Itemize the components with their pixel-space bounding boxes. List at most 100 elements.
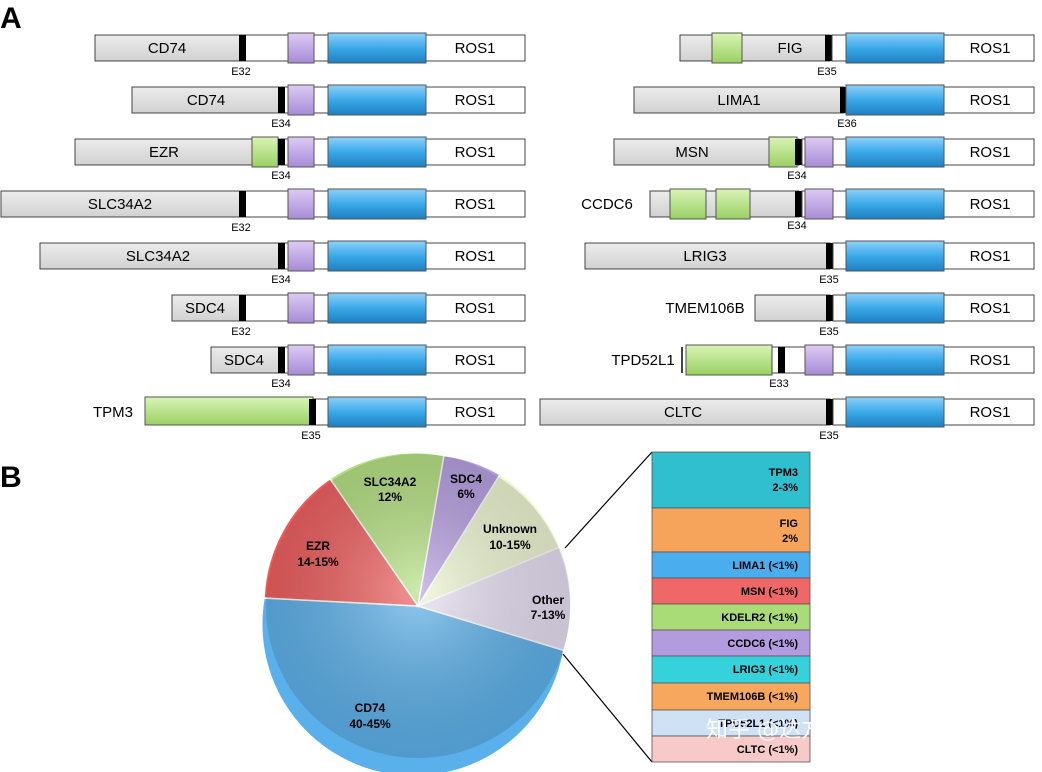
pie-label-other-value: 7-13%	[531, 608, 566, 622]
pie-label-slc34a2-name: SLC34A2	[364, 475, 417, 489]
fusion-row-right-2: LIMA1 ROS1 E36	[633, 84, 1035, 130]
ros1-label: ROS1	[455, 352, 496, 369]
ros1-label: ROS1	[970, 300, 1011, 317]
fusion-row-left-7: SDC4 ROS1 E34	[210, 344, 526, 390]
exon-label: E34	[787, 170, 807, 182]
connector-line-top	[564, 451, 653, 549]
fusion-row-right-4: CCDC6 ROS1 E34	[581, 188, 1035, 232]
fusion-row-right-7: TPD52L1 ROS1 E33	[611, 344, 1035, 390]
stack-segment-tpm3	[651, 451, 811, 509]
stack-label-lrig3: LRIG3 (<1%)	[733, 664, 798, 676]
exon-label: E36	[837, 118, 857, 130]
gene-label: FIG	[778, 40, 803, 57]
ros1-label: ROS1	[455, 40, 496, 57]
gene-label: MSN	[675, 144, 708, 161]
exon-label: E33	[769, 378, 789, 390]
gene-label: LRIG3	[683, 248, 726, 265]
pie-label-cd74-value: 40-45%	[349, 717, 391, 731]
exon-label: E34	[271, 378, 291, 390]
stack-segment-tpd52l1	[651, 709, 811, 737]
pie-label-ezr-value: 14-15%	[297, 555, 339, 569]
other-breakdown-stack: TPM3 2-3% FIG 2% LIMA1 (<1%) MSN (<1%) K…	[651, 451, 811, 763]
ros1-label: ROS1	[455, 300, 496, 317]
ros1-label: ROS1	[970, 352, 1011, 369]
fusion-row-left-6: SDC4 ROS1 E32	[171, 292, 526, 338]
fusion-row-left-5: SLC34A2 ROS1 E34	[39, 240, 526, 286]
ros1-label: ROS1	[455, 196, 496, 213]
gene-label: TPM3	[93, 404, 133, 421]
fusion-row-right-3: MSN ROS1 E34	[613, 136, 1035, 182]
exon-label: E34	[271, 170, 291, 182]
pie-chart: CD74 40-45% EZR 14-15% SLC34A2 12% SDC4 …	[261, 451, 572, 772]
pie-label-unknown-value: 10-15%	[489, 538, 531, 552]
pie-label-cd74-name: CD74	[355, 701, 386, 715]
gene-label: LIMA1	[717, 92, 760, 109]
exon-label: E35	[817, 66, 837, 78]
exon-label: E32	[231, 66, 251, 78]
panel-a-label: A	[0, 2, 22, 35]
pie-label-other-name: Other	[532, 593, 564, 607]
stack-segment-tmem106b	[651, 682, 811, 711]
fusion-row-right-6: TMEM106B ROS1 E35	[665, 292, 1035, 338]
stack-label-cltc: CLTC (<1%)	[737, 744, 799, 756]
exon-label: E35	[819, 274, 839, 286]
watermark: 知乎 @达方葉诊哲希慧缘	[706, 718, 955, 743]
stack-label-tpd52l1: TPD52L1 (<1%)	[718, 718, 798, 730]
ros1-label: ROS1	[455, 144, 496, 161]
stack-label-tpm3-value: 2-3%	[772, 482, 798, 494]
exon-label: E35	[819, 326, 839, 338]
pie-label-sdc4-value: 6%	[457, 487, 475, 501]
stack-label-lima1: LIMA1 (<1%)	[732, 560, 798, 572]
stack-label-kdelr2: KDELR2 (<1%)	[721, 612, 798, 624]
stack-segment-ccdc6	[651, 629, 811, 657]
gene-label: CD74	[148, 40, 186, 57]
ros1-label: ROS1	[970, 248, 1011, 265]
gene-label: SDC4	[185, 300, 225, 317]
pie-label-unknown-name: Unknown	[483, 522, 537, 536]
stack-label-tpm3-name: TPM3	[769, 467, 798, 479]
fusion-row-left-2: CD74 ROS1 E34	[131, 84, 526, 130]
stack-label-tmem106b: TMEM106B (<1%)	[707, 691, 799, 703]
gene-label: SDC4	[224, 352, 264, 369]
fusion-row-left-3: EZR ROS1 E34	[74, 136, 526, 182]
exon-label: E34	[271, 274, 291, 286]
fusion-row-right-8: CLTC ROS1 E35	[539, 396, 1035, 442]
gene-label: EZR	[149, 144, 179, 161]
ros1-label: ROS1	[970, 144, 1011, 161]
exon-label: E34	[271, 118, 291, 130]
connector-line-bottom	[562, 653, 653, 763]
ros1-label: ROS1	[970, 40, 1011, 57]
gene-label: SLC34A2	[88, 196, 152, 213]
exon-label: E32	[231, 326, 251, 338]
stack-segment-kdelr2	[651, 603, 811, 631]
ros1-label: ROS1	[455, 404, 496, 421]
stack-label-fig-name: FIG	[780, 518, 798, 530]
gene-label: CLTC	[664, 404, 702, 421]
pie-label-sdc4-name: SDC4	[450, 472, 482, 486]
panel-b-label: B	[0, 461, 22, 494]
fusion-row-left-4: SLC34A2 ROS1 E32	[0, 188, 526, 234]
fusion-row-right-1: FIG ROS1 E35	[679, 32, 1035, 78]
ros1-label: ROS1	[970, 92, 1011, 109]
exon-label: E35	[819, 430, 839, 442]
ros1-label: ROS1	[970, 404, 1011, 421]
exon-label: E35	[301, 430, 321, 442]
pie-label-ezr-name: EZR	[306, 539, 330, 553]
exon-label: E34	[787, 220, 807, 232]
gene-label: SLC34A2	[126, 248, 190, 265]
ros1-label: ROS1	[970, 196, 1011, 213]
ros1-label: ROS1	[455, 92, 496, 109]
gene-label: CCDC6	[581, 196, 633, 213]
fusion-row-left-8: TPM3 ROS1 E35	[93, 396, 526, 442]
gene-label: TMEM106B	[665, 300, 744, 317]
gene-label: TPD52L1	[611, 352, 674, 369]
stack-label-ccdc6: CCDC6 (<1%)	[727, 638, 798, 650]
gene-label: CD74	[187, 92, 225, 109]
exon-label: E32	[231, 222, 251, 234]
stack-label-msn: MSN (<1%)	[741, 586, 798, 598]
ros1-label: ROS1	[455, 248, 496, 265]
stack-segment-fig	[651, 507, 811, 553]
stack-segment-cltc	[651, 735, 811, 763]
stack-label-fig-value: 2%	[782, 533, 798, 545]
